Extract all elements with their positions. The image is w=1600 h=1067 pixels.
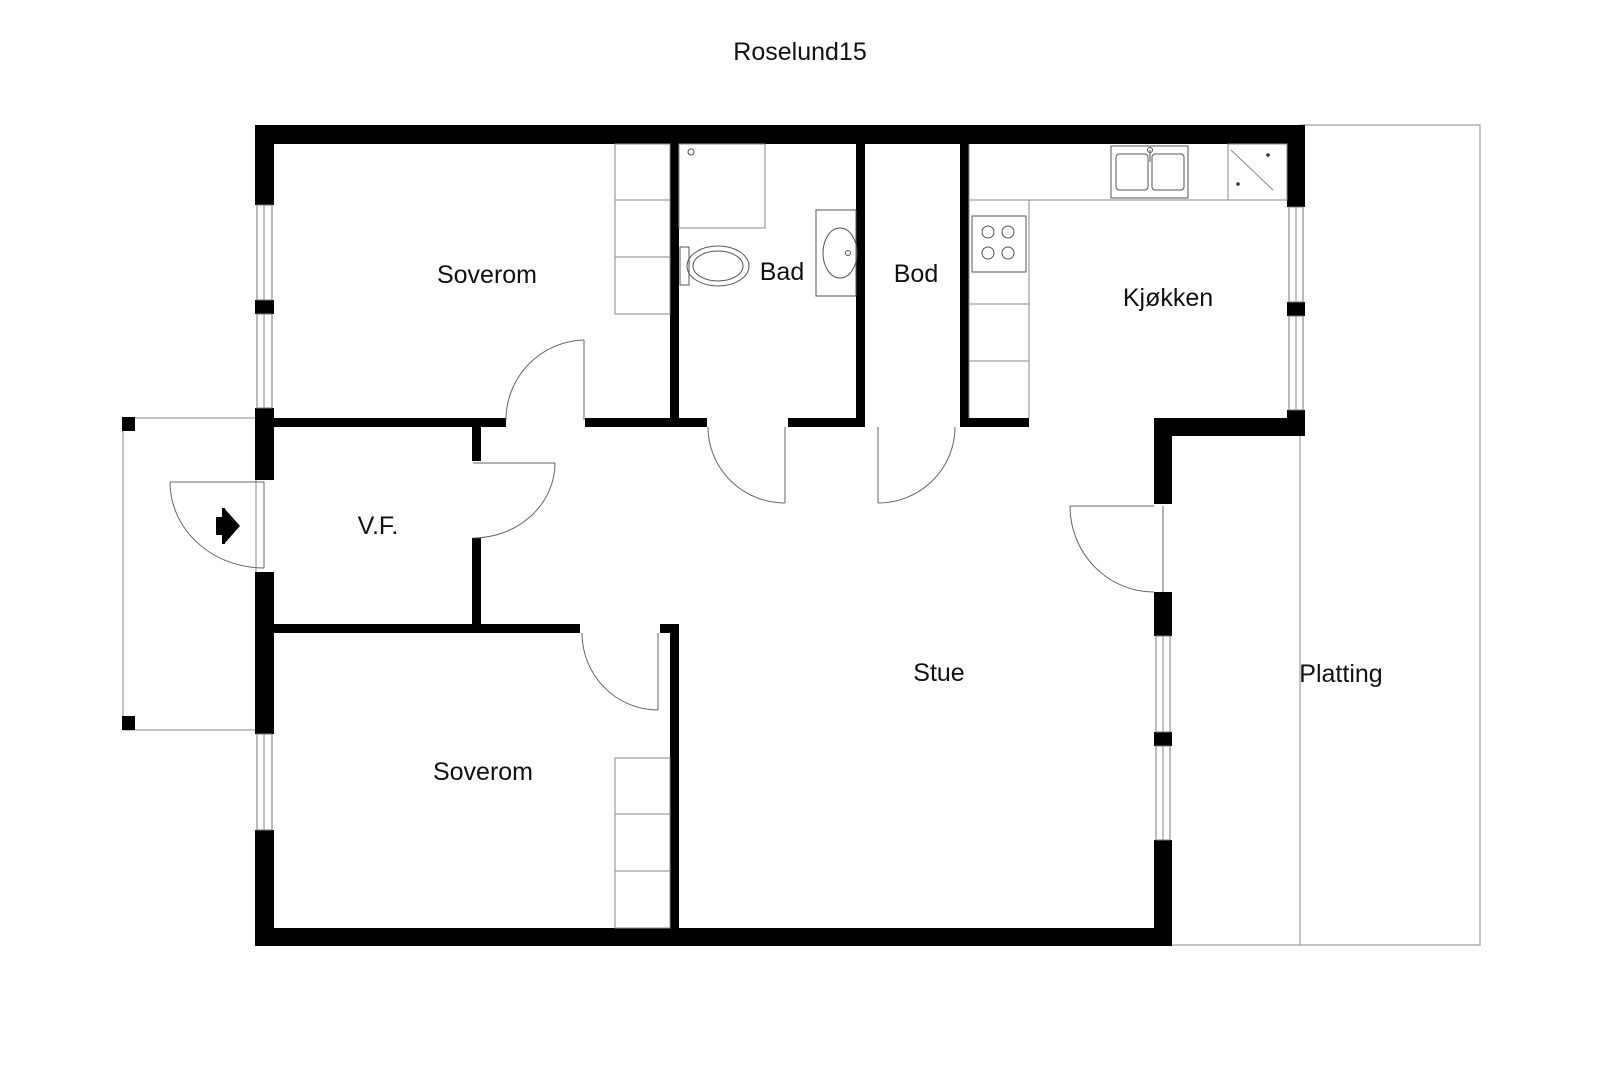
room-label-bod: Bod (894, 260, 938, 288)
sink-icon (815, 209, 858, 297)
room-label-soverom-bottom: Soverom (433, 758, 533, 786)
stove-icon (971, 215, 1027, 273)
walls (255, 125, 1305, 946)
room-label-platting: Platting (1299, 660, 1382, 688)
shower (678, 143, 766, 229)
doors (169, 339, 1164, 711)
wardrobe-lower (614, 757, 671, 929)
room-label-kjokken: Kjøkken (1123, 284, 1213, 312)
entry-arrow-icon (216, 508, 240, 544)
toilet-icon (679, 245, 750, 287)
room-label-vf: V.F. (358, 512, 399, 540)
entry-porch (122, 417, 257, 731)
room-label-bad: Bad (760, 258, 804, 286)
room-label-stue: Stue (913, 659, 964, 687)
wardrobe-upper (614, 143, 671, 315)
room-label-soverom-top: Soverom (437, 261, 537, 289)
windows (256, 204, 1304, 841)
kitchen-counter (968, 143, 1288, 418)
kitchen-sink-icon (1110, 145, 1189, 199)
plan-title: Roselund15 (733, 38, 866, 66)
platting-outline (1165, 124, 1481, 946)
